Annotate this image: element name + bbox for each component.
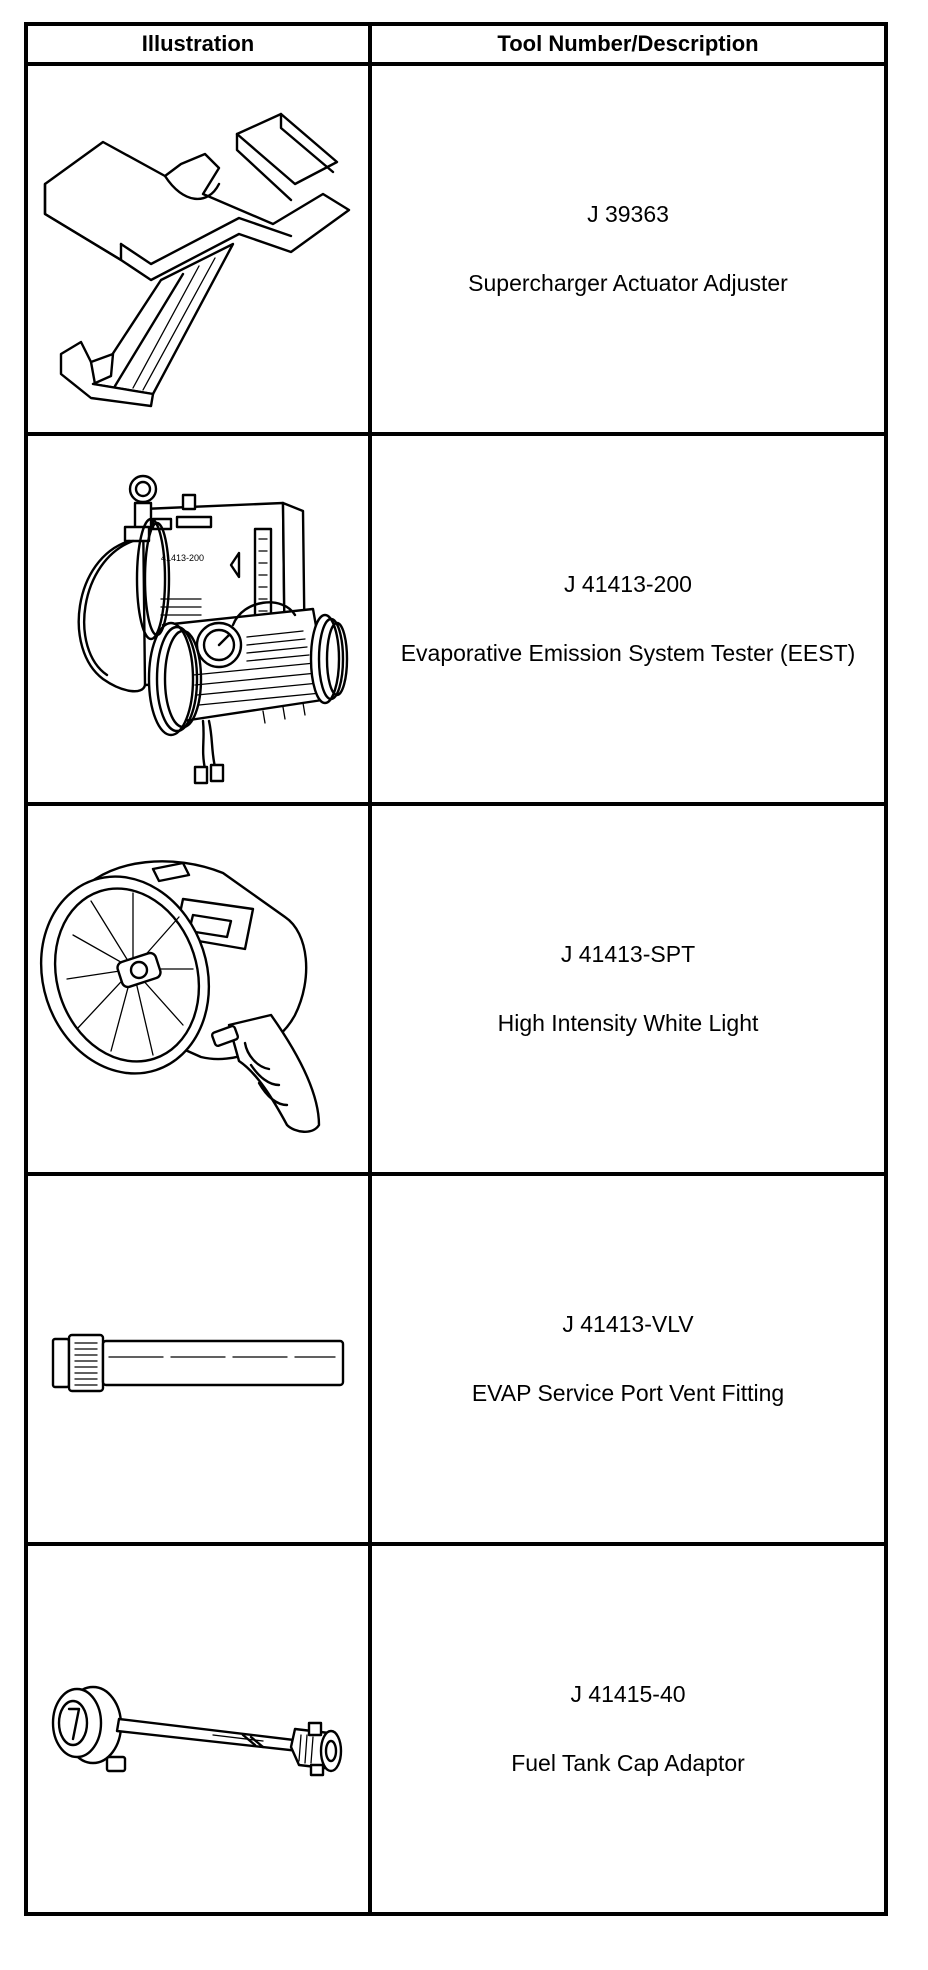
illustration-cell [24, 1542, 372, 1916]
table-row: J 41413-SPT High Intensity White Light [24, 802, 888, 1176]
tool-description-cell: J 41413-SPT High Intensity White Light [368, 802, 888, 1176]
tool-description-header: Tool Number/Description [368, 22, 888, 66]
tool-number: J 41415-40 [570, 1681, 686, 1707]
tool-description: Evaporative Emission System Tester (EEST… [400, 640, 856, 666]
tool-description-cell: J 39363 Supercharger Actuator Adjuster [368, 62, 888, 436]
tool-number: J 41413-VLV [562, 1311, 694, 1337]
illustration-header: Illustration [24, 22, 372, 66]
table-row: 41413-200 [24, 432, 888, 806]
illustration-cell [24, 62, 372, 436]
tool-number: J 39363 [587, 201, 669, 227]
illustration-cell [24, 1172, 372, 1546]
tool-description: Supercharger Actuator Adjuster [468, 270, 788, 296]
emission-tester-icon: 41413-200 [77, 474, 349, 785]
vent-fitting-icon [51, 1333, 345, 1393]
tool-description: EVAP Service Port Vent Fitting [471, 1380, 785, 1406]
tester-panel-number: 41413-200 [161, 553, 204, 563]
tool-description-cell: J 41413-VLV EVAP Service Port Vent Fitti… [368, 1172, 888, 1546]
supercharger-actuator-adjuster-icon [43, 112, 351, 408]
tool-number: J 41413-200 [564, 571, 692, 597]
illustration-cell: 41413-200 [24, 432, 372, 806]
tool-description: High Intensity White Light [497, 1010, 759, 1036]
table-row: J 39363 Supercharger Actuator Adjuster [24, 62, 888, 436]
tool-description-cell: J 41413-200 Evaporative Emission System … [368, 432, 888, 806]
header-row: Illustration Tool Number/Description [24, 22, 888, 66]
illustration-cell [24, 802, 372, 1176]
tool-number: J 41413-SPT [560, 941, 696, 967]
white-light-icon [39, 860, 321, 1133]
table-row: J 41413-VLV EVAP Service Port Vent Fitti… [24, 1172, 888, 1546]
table-row: J 41415-40 Fuel Tank Cap Adaptor [24, 1542, 888, 1916]
tool-description-cell: J 41415-40 Fuel Tank Cap Adaptor [368, 1542, 888, 1916]
fuel-cap-adaptor-icon [51, 1685, 343, 1777]
tool-description: Fuel Tank Cap Adaptor [511, 1750, 745, 1776]
tool-table: Illustration Tool Number/Description [24, 22, 888, 1916]
